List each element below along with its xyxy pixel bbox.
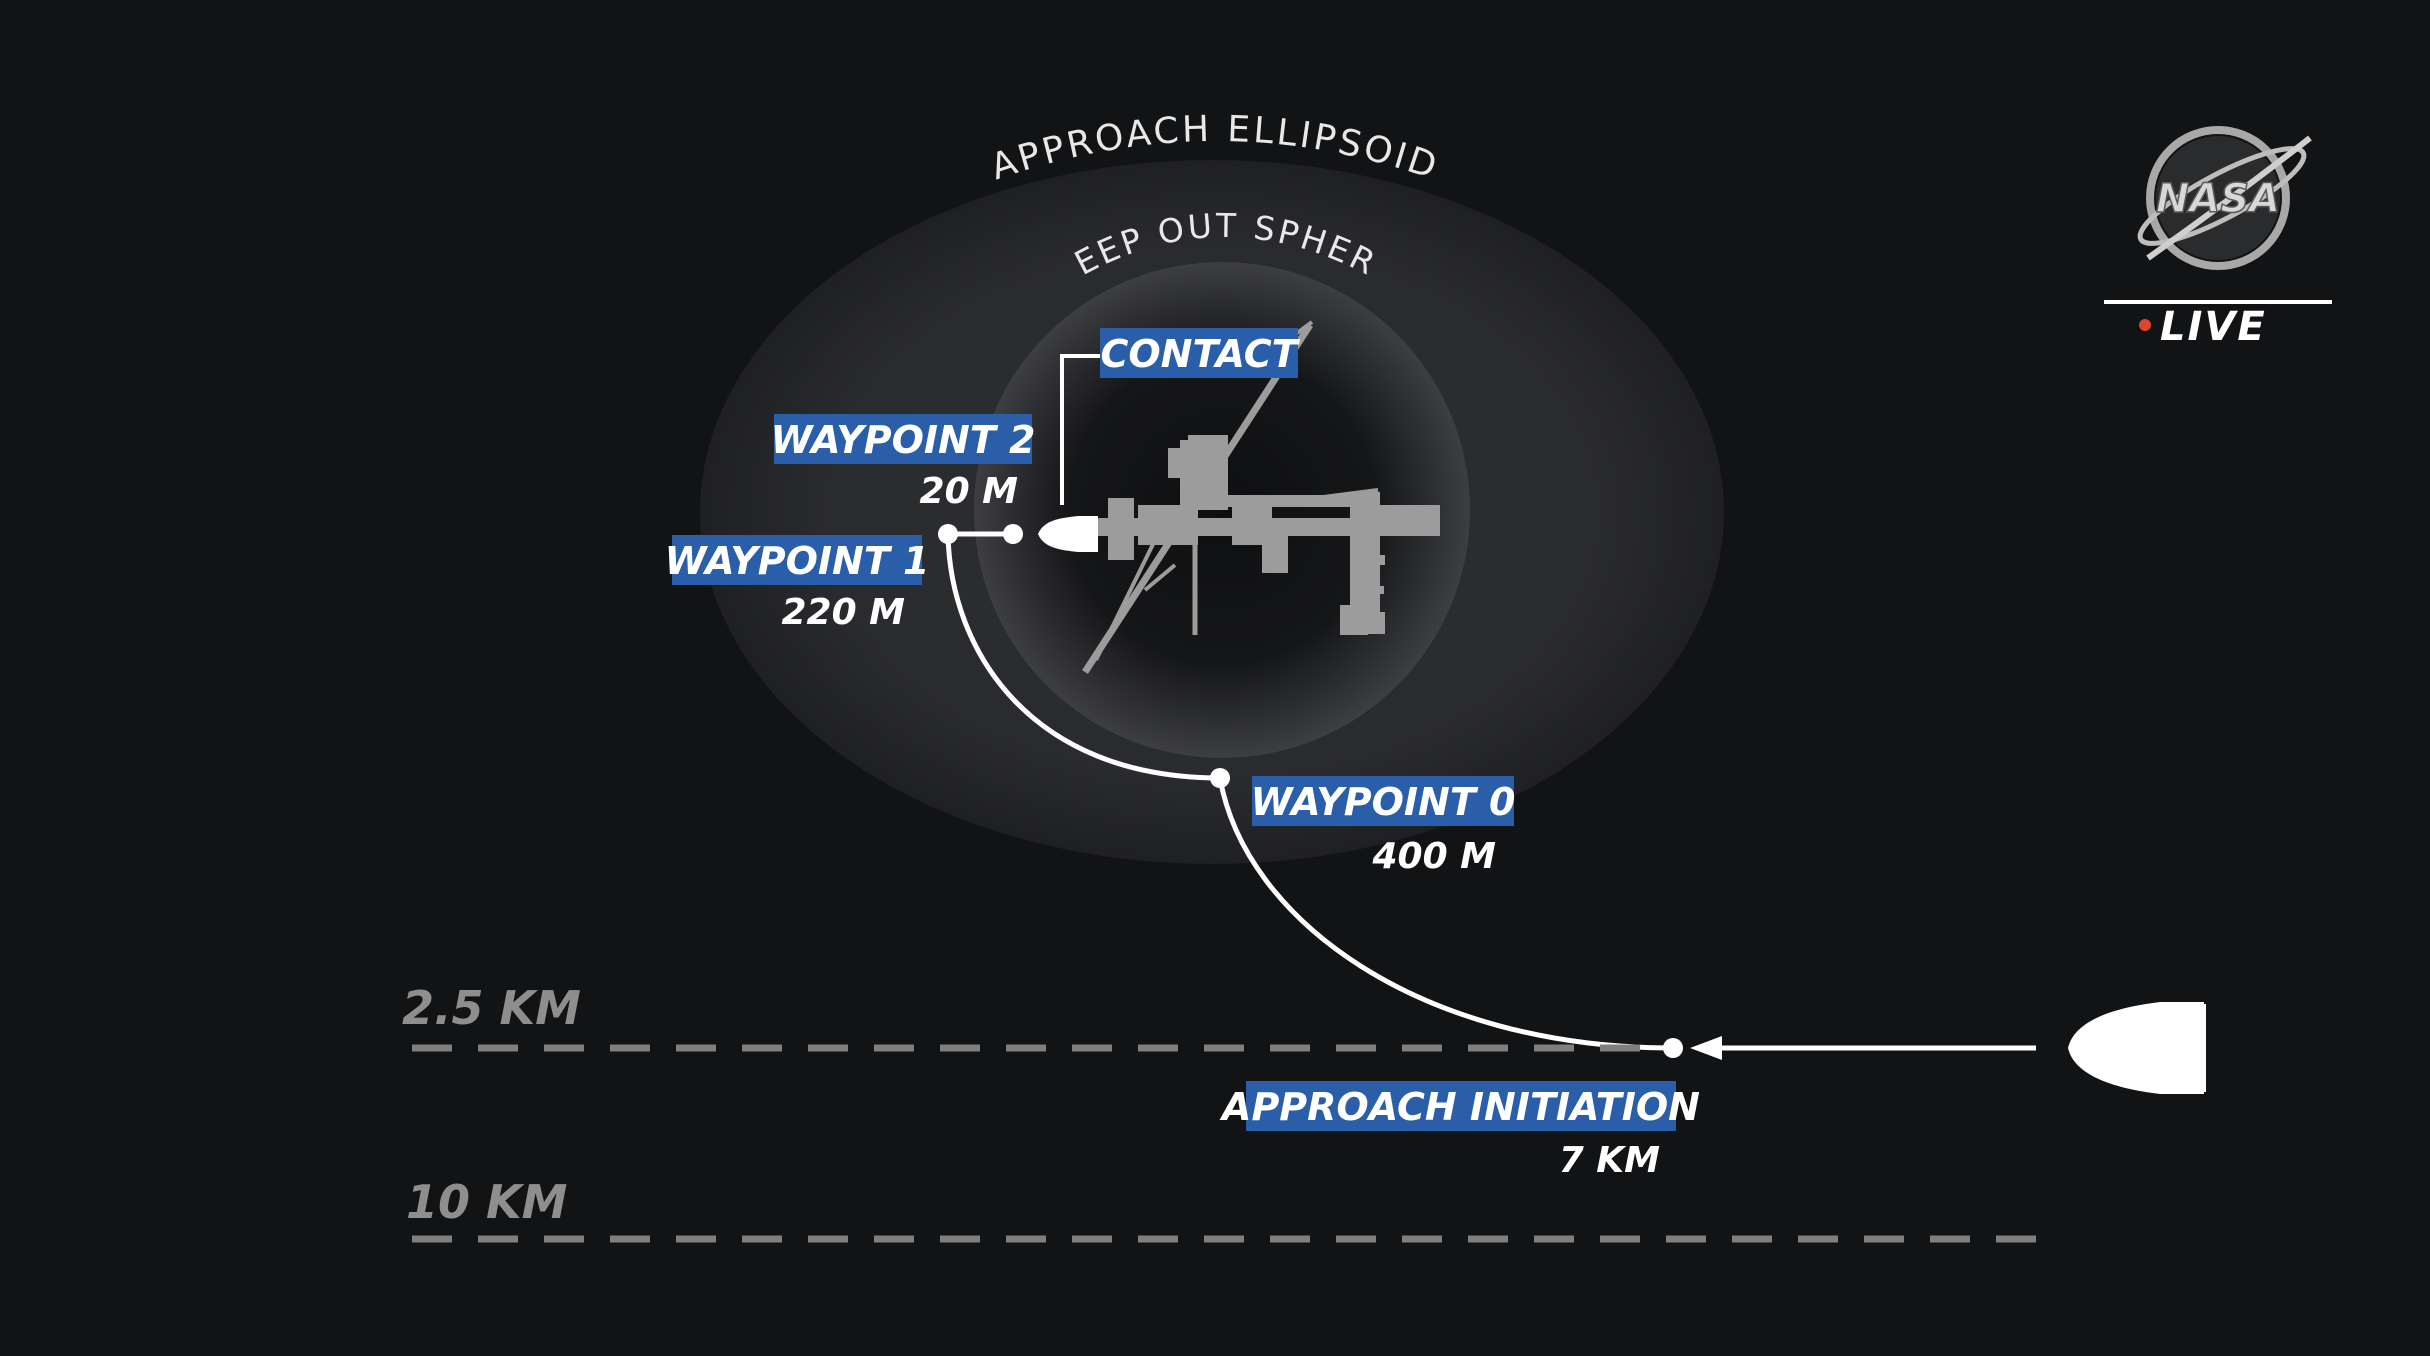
waypoint-0-distance: 400 M xyxy=(1371,836,1496,877)
iss-silhouette-icon xyxy=(1082,320,1440,674)
waypoint-1-distance: 220 M xyxy=(781,592,905,633)
live-label: LIVE xyxy=(2160,304,2267,350)
nasa-logo: NASA xyxy=(2137,126,2312,270)
approach-initiation-label: APPROACH INITIATION 7 KM xyxy=(1219,1081,1700,1181)
waypoint-0-marker xyxy=(1210,768,1230,788)
waypoint-2-label: WAYPOINT 2 20 M xyxy=(771,414,1036,512)
approach-initiation-marker xyxy=(1663,1038,1683,1058)
range-near-label: 2.5 KM xyxy=(402,981,581,1035)
approach-initiation-label-text: APPROACH INITIATION xyxy=(1219,1085,1700,1129)
waypoint-1-marker xyxy=(938,524,958,544)
spacecraft-capsule-icon xyxy=(2068,1002,2206,1094)
approach-initiation-distance: 7 KM xyxy=(1559,1140,1660,1181)
waypoint-0-label: WAYPOINT 0 400 M xyxy=(1251,776,1516,877)
docked-capsule-icon xyxy=(1038,516,1098,552)
direction-arrow-icon xyxy=(1690,1036,1722,1060)
waypoint-2-label-text: WAYPOINT 2 xyxy=(771,418,1036,462)
contact-leader-line xyxy=(1060,354,1100,505)
waypoint-2-marker xyxy=(1003,524,1023,544)
waypoint-0-label-text: WAYPOINT 0 xyxy=(1251,780,1516,824)
live-dot-icon xyxy=(2139,319,2151,331)
contact-label-text: CONTACT xyxy=(1100,332,1300,376)
nasa-logo-text: NASA xyxy=(2156,176,2280,222)
waypoint-2-distance: 20 M xyxy=(920,471,1019,512)
range-far-label: 10 KM xyxy=(406,1175,567,1229)
contact-label: CONTACT xyxy=(1100,328,1301,378)
waypoint-1-label-text: WAYPOINT 1 xyxy=(665,539,930,583)
waypoint-1-label: WAYPOINT 1 220 M xyxy=(665,535,930,633)
